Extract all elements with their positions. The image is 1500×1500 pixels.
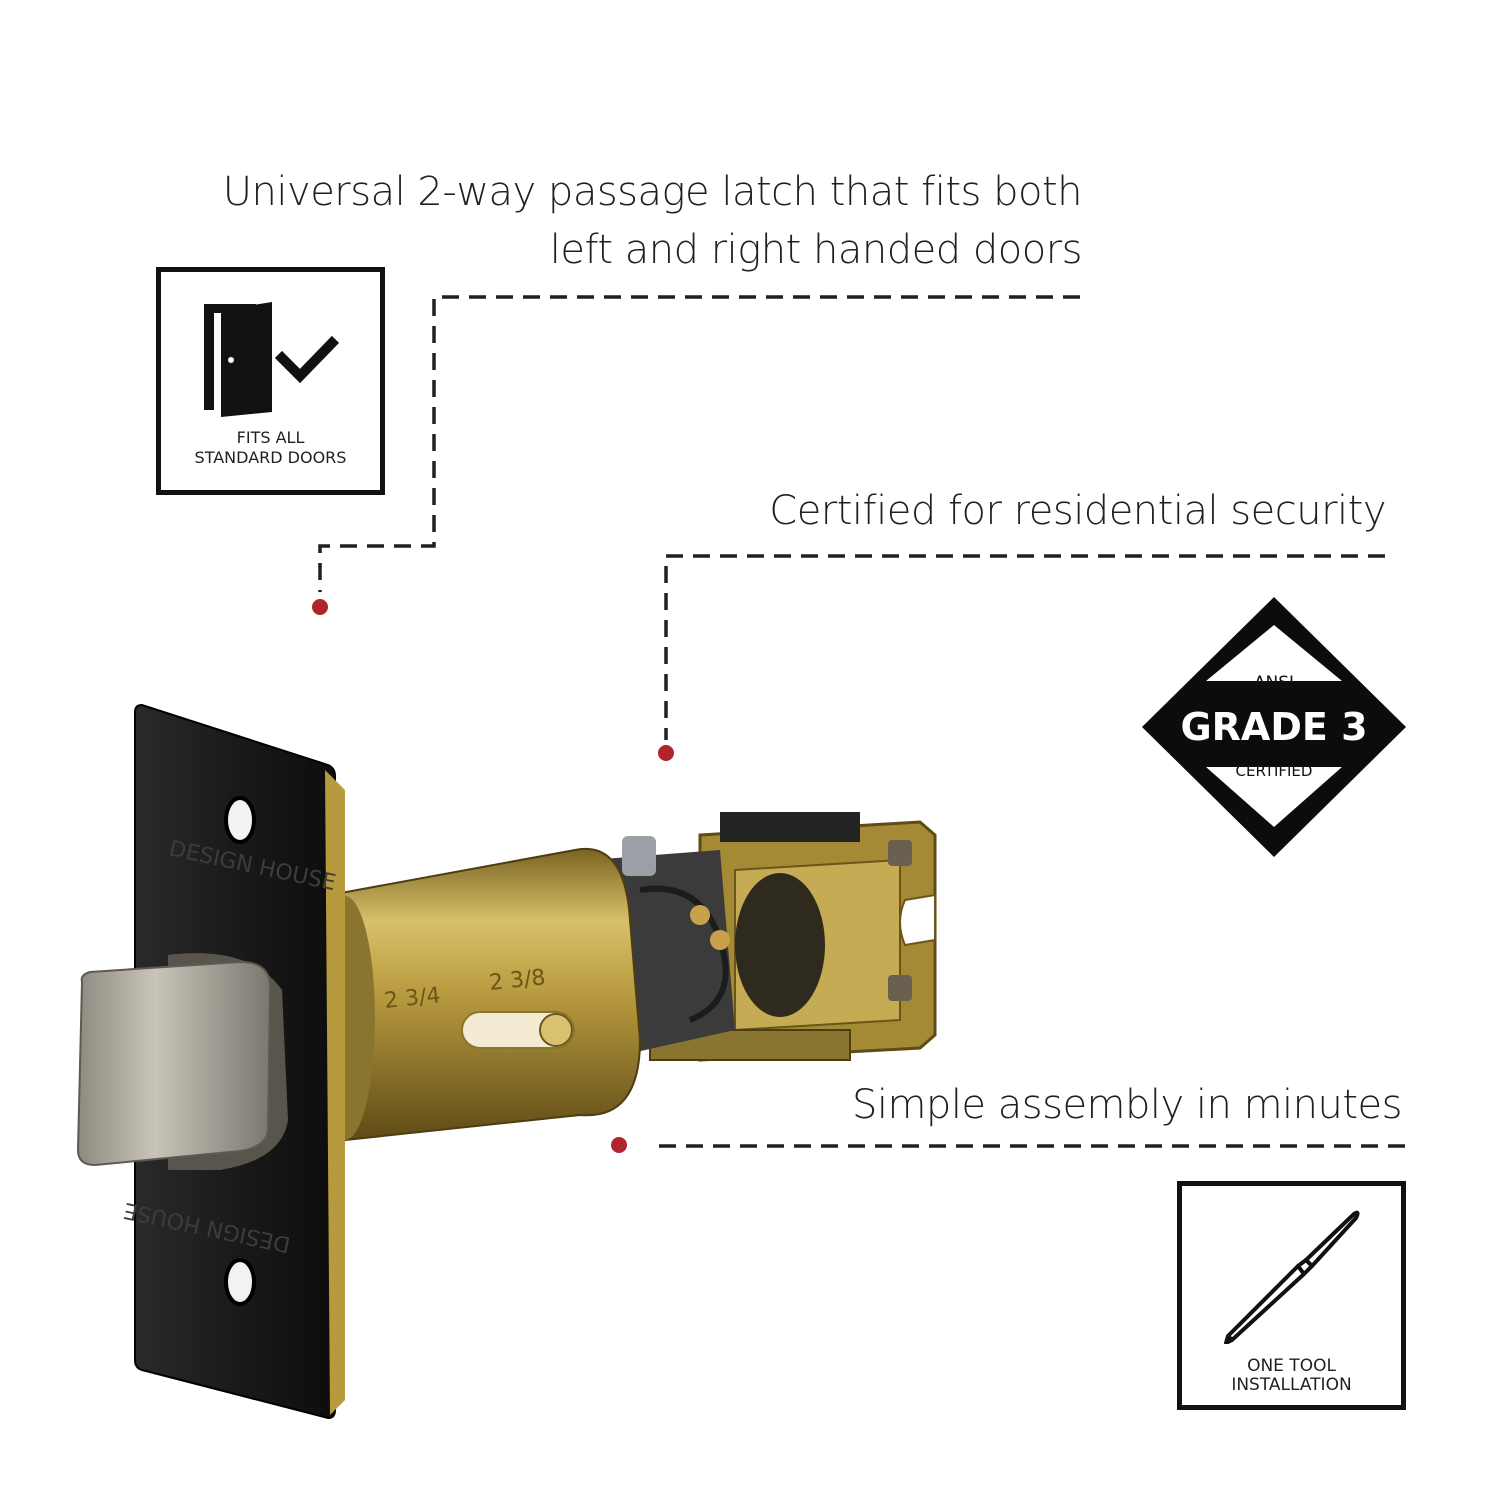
- ansi-label: ANSI: [1254, 673, 1294, 693]
- passage-callout-line1: Universal 2-way passage latch that fits …: [222, 169, 1083, 215]
- one-tool-line2: INSTALLATION: [1231, 1375, 1352, 1395]
- fits-doors-line1: FITS ALL: [236, 428, 305, 447]
- screw-hole-bottom: [224, 1258, 256, 1306]
- one-tool-badge: ONE TOOL INSTALLATION: [1177, 1181, 1406, 1410]
- fits-doors-line2: STANDARD DOORS: [194, 448, 347, 467]
- fits-doors-badge: FITS ALL STANDARD DOORS: [156, 267, 385, 495]
- backset-mark-b: 2 3/8: [488, 965, 547, 996]
- passage-leader: [318, 295, 1080, 592]
- passage-callout-line2: left and right handed doors: [549, 227, 1083, 273]
- assembly-marker: [611, 1137, 627, 1153]
- passage-callout: Universal 2-way passage latch that fits …: [222, 163, 1083, 279]
- ansi-grade-badge: ANSI GRADE 3 CERTIFIED: [1142, 597, 1406, 857]
- one-tool-line1: ONE TOOL: [1247, 1356, 1336, 1376]
- backset-mark-a: 2 3/4: [383, 983, 442, 1014]
- passage-marker: [312, 599, 328, 615]
- fits-doors-label: FITS ALL STANDARD DOORS: [161, 428, 380, 468]
- door-icon: [204, 302, 340, 417]
- security-marker: [658, 745, 674, 761]
- security-leader: [664, 554, 1385, 740]
- screwdriver-icon: [1224, 1210, 1360, 1344]
- security-callout: Certified for residential security: [769, 488, 1386, 534]
- certified-label: CERTIFIED: [1236, 762, 1313, 780]
- latch-housing: [590, 812, 937, 1062]
- latch-barrel: 2 3/4 2 3/8: [315, 847, 642, 1142]
- latch-bolt: [76, 953, 288, 1170]
- assembly-callout: Simple assembly in minutes: [851, 1082, 1403, 1128]
- screw-hole-top: [224, 796, 256, 844]
- one-tool-label: ONE TOOL INSTALLATION: [1182, 1357, 1401, 1395]
- grade-label: GRADE 3: [1180, 705, 1367, 749]
- door-latch-illustration: 2 3/4 2 3/8 DESIGN HOUSE DESIGN HOUSE: [76, 703, 937, 1420]
- checkmark-icon: [274, 335, 340, 384]
